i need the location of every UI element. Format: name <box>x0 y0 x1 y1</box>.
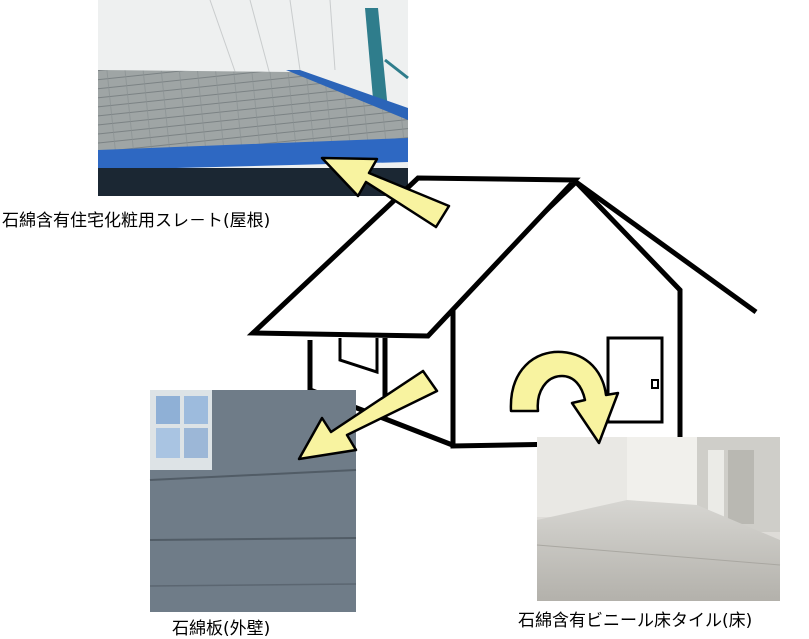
house-left-roof <box>246 175 581 339</box>
caption-roof-slate: 石綿含有住宅化粧用スレ－ト(屋根) <box>2 211 271 231</box>
arrow-to-roof <box>320 156 451 229</box>
caption-wall-board: 石綿板(外壁) <box>172 619 271 639</box>
house-right-roof <box>574 179 758 315</box>
arrow-to-wall <box>297 369 439 461</box>
curved-arrow-to-floor <box>509 350 620 445</box>
vinyl-floor-tile-photo <box>536 437 781 601</box>
door-knob <box>651 379 659 389</box>
caption-vinyl-floor-tile: 石綿含有ビニール床タイル(床) <box>518 611 753 631</box>
house-small-window <box>338 338 379 375</box>
